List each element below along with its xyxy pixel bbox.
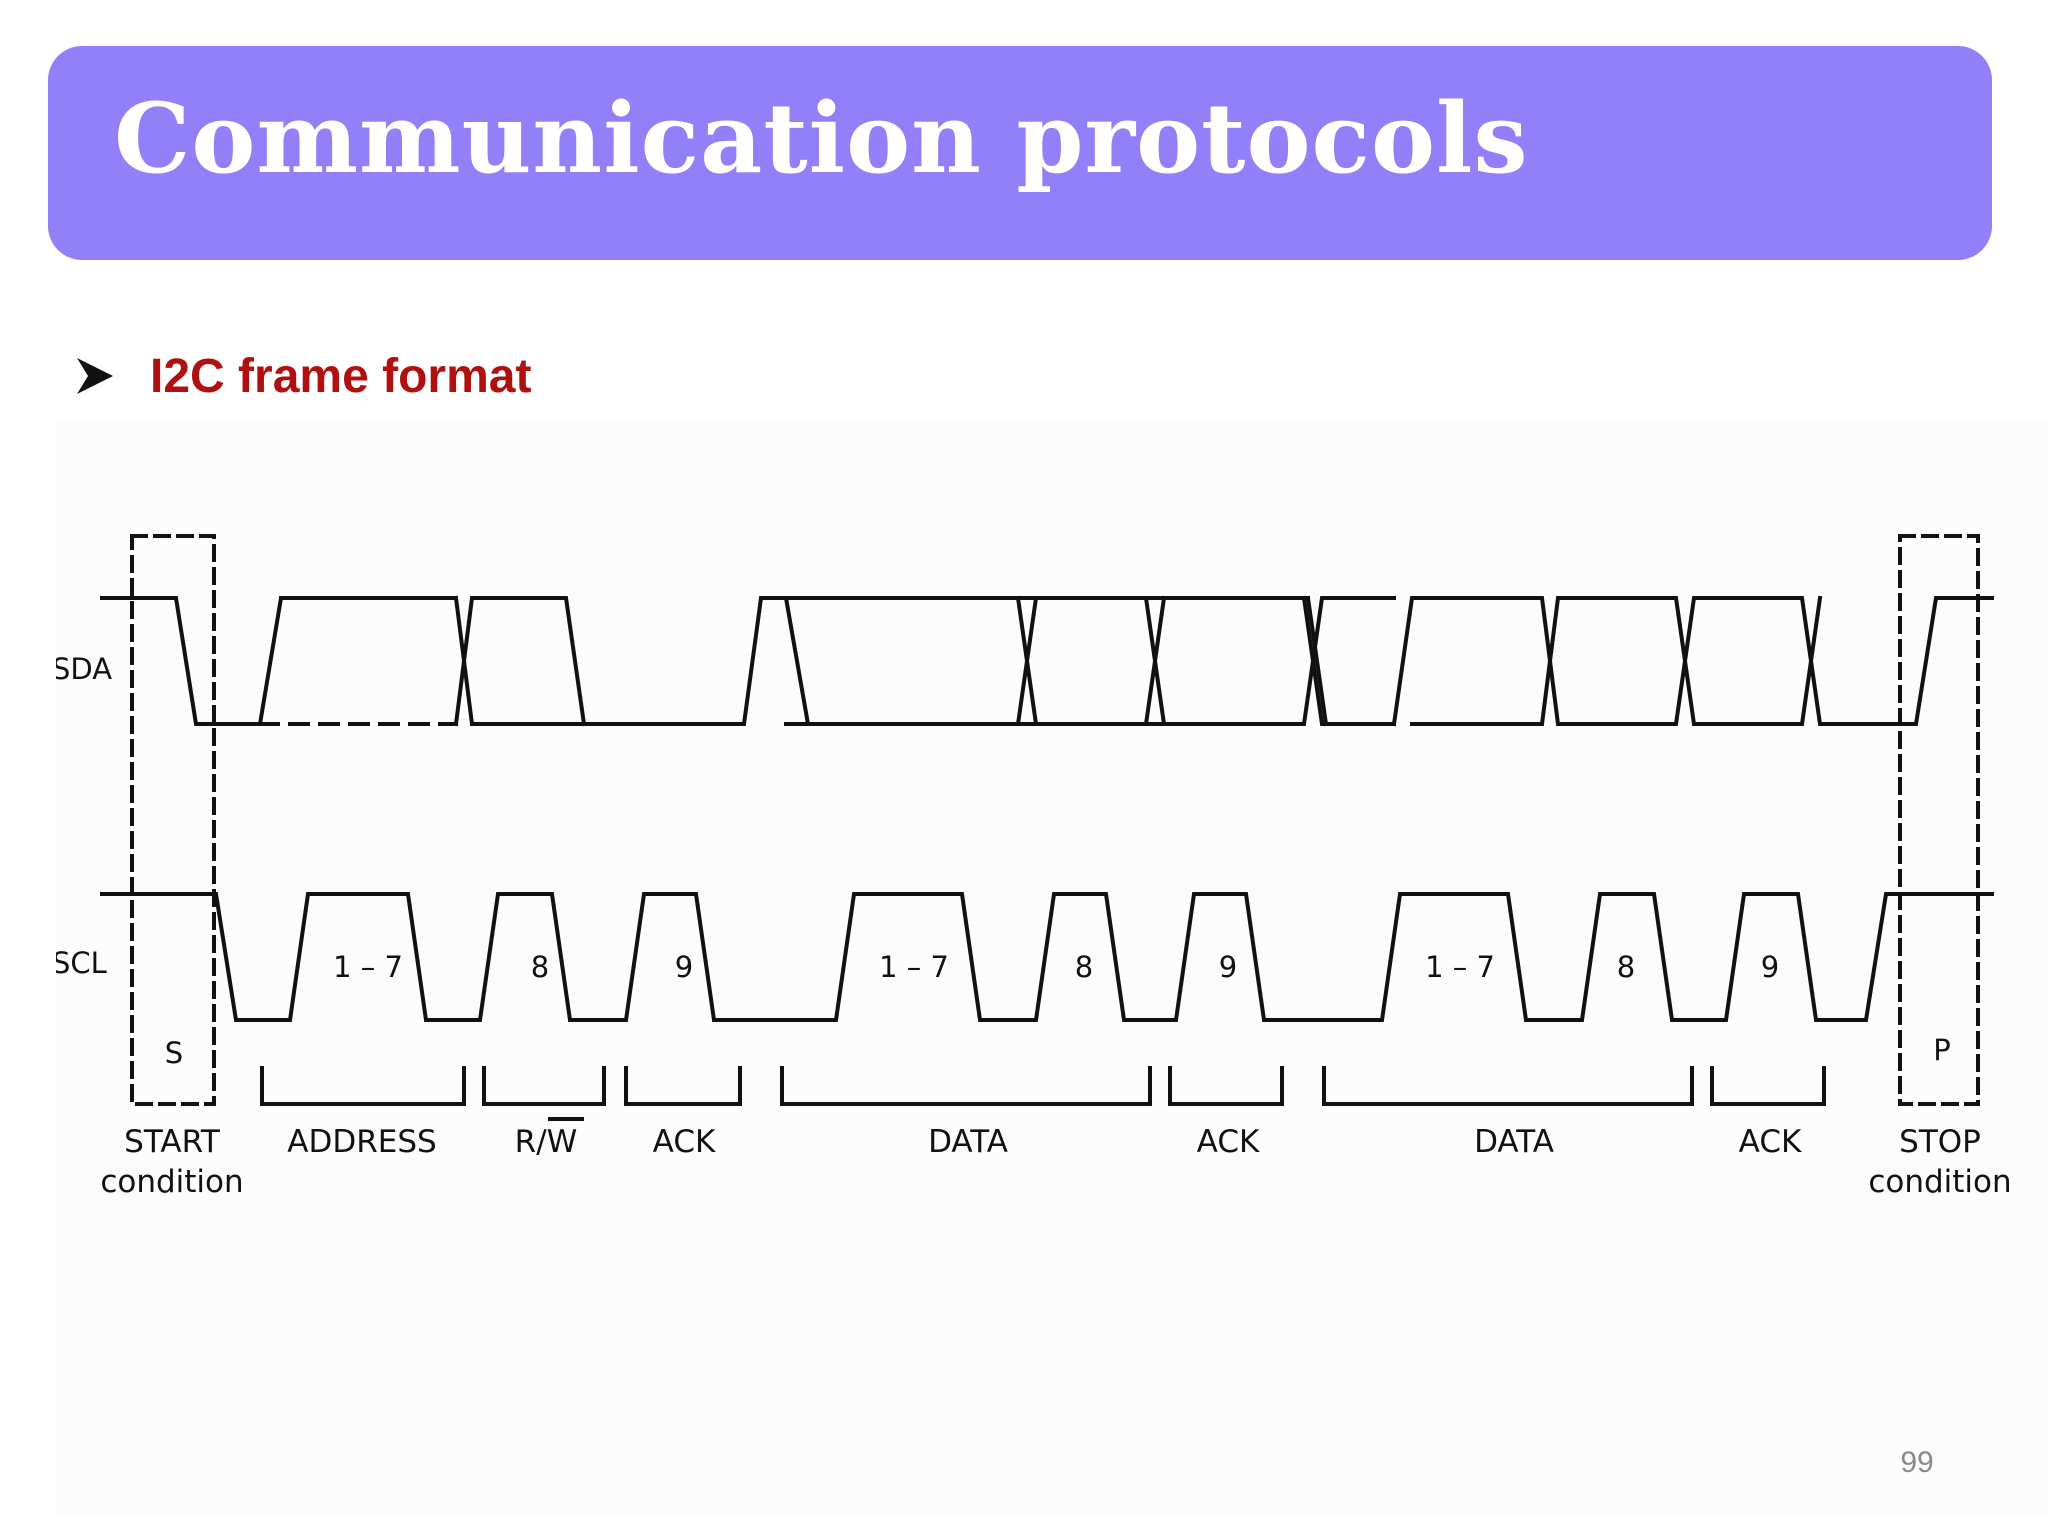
i2c-timing-diagram: SDA SCL S P 1 – 7 8 9 1 – 7 8 9 1 – 7 8 … <box>56 418 2048 1518</box>
clock-label: 9 <box>675 950 693 984</box>
segment-label: condition <box>1868 1164 2011 1200</box>
segment-label: R/W <box>515 1124 578 1160</box>
scl-label: SCL <box>56 946 107 980</box>
arrow-bullet-icon <box>77 358 113 394</box>
segment-label: STOP <box>1899 1124 1981 1160</box>
segment-label: DATA <box>1474 1124 1554 1160</box>
segment-label: ADDRESS <box>287 1124 436 1160</box>
page-number: 99 <box>1900 1446 1934 1479</box>
segment-label: START <box>124 1124 221 1160</box>
segment-label: ACK <box>1739 1124 1802 1160</box>
start-mark: S <box>165 1036 183 1070</box>
segment-label: ACK <box>653 1124 716 1160</box>
stop-condition-box <box>1898 534 1980 1106</box>
clock-label: 8 <box>1075 950 1093 984</box>
segment-label: condition <box>100 1164 243 1200</box>
clock-label: 9 <box>1761 950 1779 984</box>
title-banner: Communication protocols <box>48 46 1992 260</box>
start-condition-box <box>130 534 216 1106</box>
scl-waveform <box>100 892 1994 1022</box>
segment-brackets <box>260 1066 1826 1106</box>
stop-mark: P <box>1933 1033 1951 1067</box>
clock-label: 8 <box>531 950 549 984</box>
clock-label: 1 – 7 <box>333 950 403 984</box>
clock-label: 8 <box>1617 950 1635 984</box>
timing-diagram-svg: SDA SCL S P 1 – 7 8 9 1 – 7 8 9 1 – 7 8 … <box>56 534 2012 1200</box>
slide-title: Communication protocols <box>114 82 1529 195</box>
clock-label: 9 <box>1219 950 1237 984</box>
clock-pulse-labels: 1 – 7 8 9 1 – 7 8 9 1 – 7 8 9 <box>333 950 1779 984</box>
clock-label: 1 – 7 <box>879 950 949 984</box>
sda-label: SDA <box>56 652 112 686</box>
subtitle-row: I2C frame format <box>74 346 531 406</box>
segment-label: ACK <box>1197 1124 1260 1160</box>
segment-label: DATA <box>928 1124 1008 1160</box>
sda-waveform <box>100 595 1994 727</box>
section-subtitle: I2C frame format <box>150 349 532 403</box>
clock-label: 1 – 7 <box>1425 950 1495 984</box>
segment-labels: START condition ADDRESS R/W ACK DATA ACK… <box>100 1124 2011 1200</box>
